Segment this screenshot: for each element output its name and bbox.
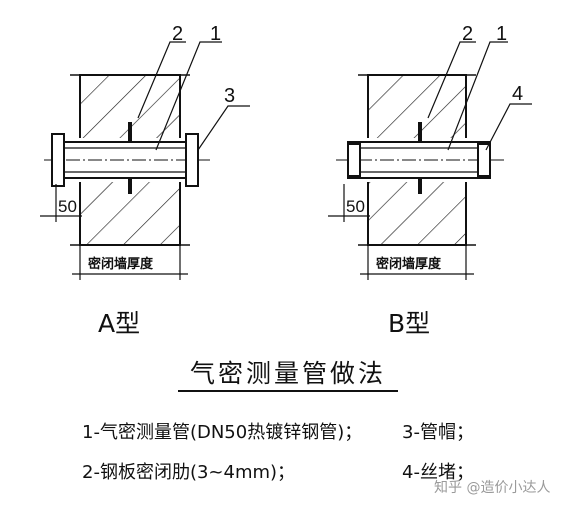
type-b-left-plug bbox=[347, 143, 361, 177]
type-b-right-plug bbox=[477, 143, 491, 177]
type-b-callout-4-leader bbox=[485, 103, 532, 151]
type-a-callout-1-leader bbox=[155, 41, 222, 151]
type-b-callout-2: 2 bbox=[462, 23, 473, 45]
legend-item-2: 2-钢板密闭肋(3~4mm)； bbox=[82, 462, 296, 483]
type-a-right-cap bbox=[185, 133, 199, 187]
watermark: 知乎 @造价小达人 bbox=[434, 480, 551, 496]
type-b-callout-2-leader bbox=[427, 41, 476, 119]
type-b-label: B型 bbox=[388, 309, 430, 338]
type-a-label: A型 bbox=[98, 309, 140, 338]
legend-item-1: 1-气密测量管(DN50热镀锌钢管)； bbox=[82, 422, 363, 443]
type-a-callout-3-leader bbox=[197, 105, 250, 151]
type-a-left-cap bbox=[51, 133, 65, 187]
title-underline bbox=[178, 390, 398, 392]
type-a-dim-50-label: 50 bbox=[58, 197, 77, 216]
drawing-title: 气密测量管做法 bbox=[189, 359, 386, 388]
type-a-callout-1: 1 bbox=[210, 23, 221, 45]
type-a-callout-2-leader bbox=[137, 41, 186, 119]
type-b-callout-1-leader bbox=[447, 41, 508, 151]
type-a-wall-thickness-label: 密闭墙厚度 bbox=[87, 256, 154, 272]
type-a-callout-3: 3 bbox=[224, 85, 235, 107]
type-b-wall-thickness-label: 密闭墙厚度 bbox=[375, 256, 442, 272]
type-b-callout-1: 1 bbox=[496, 23, 507, 45]
legend-item-4: 4-丝堵； bbox=[402, 462, 474, 483]
type-b-drawing: 2 1 4 50 密闭墙厚度 B型 bbox=[328, 23, 532, 338]
type-b-callout-4: 4 bbox=[512, 83, 523, 105]
type-a-callout-2: 2 bbox=[172, 23, 183, 45]
type-b-dim-50-label: 50 bbox=[346, 197, 365, 216]
legend-item-3: 3-管帽； bbox=[402, 422, 474, 443]
type-a-drawing: 2 1 3 50 密闭墙厚度 A型 bbox=[40, 23, 250, 338]
